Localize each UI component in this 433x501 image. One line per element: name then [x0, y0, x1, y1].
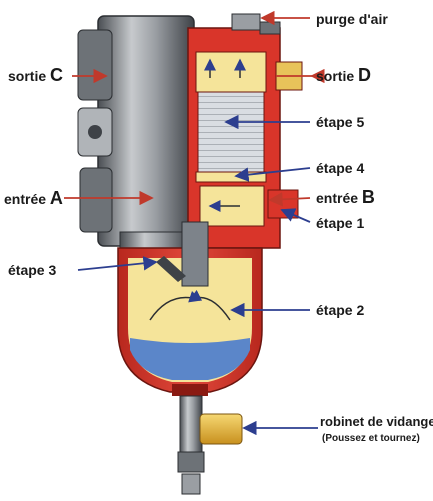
flow-arrows — [149, 58, 246, 321]
label-etape-4: étape 4 — [316, 160, 364, 176]
label-robinet: robinet de vidange — [320, 414, 433, 429]
label-sortie-d: sortie D — [316, 65, 371, 85]
label-purge-air: purge d'air — [316, 11, 388, 27]
label-etape-2: étape 2 — [316, 302, 364, 318]
label-robinet-sub: (Poussez et tournez) — [322, 433, 420, 444]
leader-arrows — [64, 10, 325, 436]
filter-head — [77, 15, 195, 269]
label-etape-5: étape 5 — [316, 114, 364, 130]
filter-bowl — [117, 221, 263, 396]
drain-valve — [177, 395, 243, 495]
label-etape-3: étape 3 — [8, 262, 56, 278]
cutaway-head — [187, 13, 303, 249]
label-sortie-c: sortie C — [8, 65, 63, 85]
label-entree-b: entrée B — [316, 187, 375, 207]
label-etape-1: étape 1 — [316, 215, 364, 231]
label-entree-a: entrée A — [4, 188, 63, 208]
